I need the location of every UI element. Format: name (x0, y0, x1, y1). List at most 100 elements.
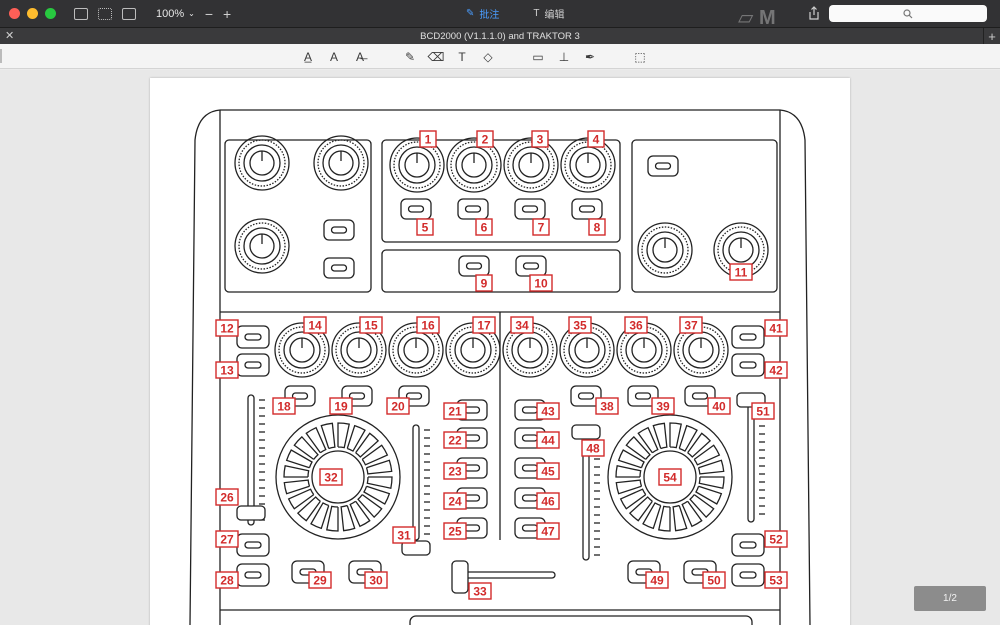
callout-label-51: 51 (756, 405, 770, 419)
shapes-icon[interactable]: ◇ (483, 50, 493, 64)
callout-5: 5 (416, 218, 434, 236)
callout-label-41: 41 (769, 322, 783, 336)
callout-label-23: 23 (448, 465, 462, 479)
callout-37: 37 (679, 316, 703, 334)
callout-52: 52 (764, 530, 788, 548)
callout-label-50: 50 (707, 574, 721, 588)
callout-label-22: 22 (448, 434, 462, 448)
thumbnail-grid-icon[interactable] (98, 7, 112, 20)
text-highlight-icon[interactable]: A̲ (303, 50, 312, 64)
callout-41: 41 (764, 319, 788, 337)
search-icon (903, 8, 913, 18)
callout-label-17: 17 (477, 319, 491, 333)
callout-label-16: 16 (421, 319, 435, 333)
button-side-6 (731, 533, 765, 557)
callout-9: 9 (475, 274, 493, 292)
callout-label-30: 30 (369, 574, 383, 588)
button-cue-5 (684, 385, 716, 407)
callout-label-42: 42 (769, 364, 783, 378)
share-icon[interactable] (808, 6, 820, 20)
callout-23: 23 (443, 462, 467, 480)
callout-label-27: 27 (220, 533, 234, 547)
callout-label-26: 26 (220, 491, 234, 505)
window-controls (9, 8, 56, 19)
eraser-icon[interactable]: ⌫ (427, 50, 445, 64)
signature-icon[interactable]: ✒ (584, 50, 596, 64)
text-box-icon[interactable]: T (458, 50, 466, 64)
callout-7: 7 (532, 218, 550, 236)
knob-top-7 (637, 222, 693, 278)
stamp-icon[interactable]: ⊥ (558, 50, 570, 64)
text-strikethrough-icon[interactable]: A̶ (355, 50, 364, 64)
knob-top-4 (446, 137, 502, 193)
callout-40: 40 (707, 397, 731, 415)
callout-label-54: 54 (663, 471, 677, 485)
knob-top-5 (503, 137, 559, 193)
tab-annotate-label: 批注 (479, 10, 500, 21)
button-side-1 (236, 353, 270, 377)
callout-label-40: 40 (712, 400, 726, 414)
minimize-window-button[interactable] (27, 8, 38, 19)
zoom-window-button[interactable] (45, 8, 56, 19)
callout-39: 39 (651, 397, 675, 415)
button-side-0 (236, 325, 270, 349)
pitch-fader-right (747, 404, 755, 523)
new-tab-button[interactable]: + (983, 28, 1000, 45)
callout-27: 27 (215, 530, 239, 548)
callout-45: 45 (536, 462, 560, 480)
callout-label-9: 9 (481, 277, 488, 291)
button-top-6 (323, 219, 355, 241)
callout-label-12: 12 (220, 322, 234, 336)
knob-top-2 (234, 218, 290, 274)
callout-label-48: 48 (586, 442, 600, 456)
callout-54: 54 (658, 468, 682, 486)
note-icon[interactable]: ▭ (532, 50, 544, 64)
callout-42: 42 (764, 361, 788, 379)
page-indicator: 1/2 (914, 586, 986, 611)
callout-47: 47 (536, 522, 560, 540)
callout-36: 36 (624, 316, 648, 334)
text-underline-icon[interactable]: A (329, 50, 338, 64)
knob-eq-1 (331, 322, 387, 378)
chevron-down-icon: ⌄ (188, 9, 195, 18)
callout-label-20: 20 (391, 400, 405, 414)
selection-icon[interactable]: ⬚ (634, 50, 646, 64)
callout-25: 25 (443, 522, 467, 540)
zoom-in-button[interactable]: + (223, 5, 232, 22)
callout-21: 21 (443, 402, 467, 420)
tab-edit[interactable]: T 编辑 (533, 6, 564, 21)
page-layout-icon[interactable] (122, 7, 136, 20)
callout-label-8: 8 (594, 221, 601, 235)
panel-left (224, 139, 372, 293)
close-window-button[interactable] (9, 8, 20, 19)
callout-30: 30 (364, 571, 388, 589)
zoom-control[interactable]: 100% ⌄ (156, 8, 195, 20)
callout-label-6: 6 (481, 221, 488, 235)
callout-48: 48 (581, 439, 605, 457)
callout-20: 20 (386, 397, 410, 415)
callout-label-44: 44 (541, 434, 555, 448)
callout-6: 6 (475, 218, 493, 236)
callout-label-3: 3 (537, 133, 544, 147)
callout-4: 4 (587, 130, 605, 148)
button-top-8 (647, 155, 679, 177)
tab-annotate[interactable]: ✎ 批注 (466, 6, 499, 21)
callout-label-1: 1 (425, 133, 432, 147)
search-input[interactable] (829, 5, 987, 22)
callout-label-37: 37 (684, 319, 698, 333)
sidebar-toggle-icon[interactable] (74, 7, 88, 20)
panel-fx (381, 249, 621, 293)
close-tab-icon[interactable]: ✕ (5, 30, 15, 42)
callout-label-46: 46 (541, 495, 555, 509)
callout-label-21: 21 (448, 405, 462, 419)
zoom-out-button[interactable]: − (204, 5, 214, 22)
tab-edit-label: 编辑 (544, 10, 565, 21)
callout-label-7: 7 (538, 221, 545, 235)
callout-46: 46 (536, 492, 560, 510)
callout-label-14: 14 (308, 319, 322, 333)
callout-12: 12 (215, 319, 239, 337)
callout-34: 34 (510, 316, 534, 334)
knob-top-0 (234, 135, 290, 191)
button-top-2 (514, 198, 546, 220)
pencil-icon[interactable]: ✎ (404, 50, 416, 64)
